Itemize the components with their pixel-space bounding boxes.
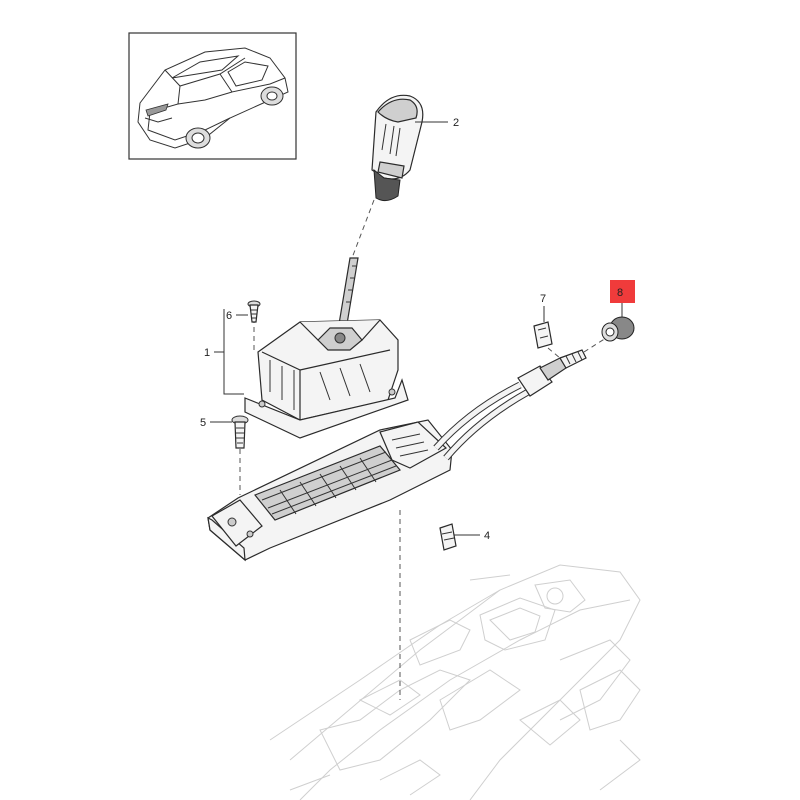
shift-lever-assembly[interactable] — [244, 257, 409, 439]
callout-4[interactable]: 4 — [484, 530, 490, 542]
callout-8[interactable]: 8 — [617, 287, 623, 299]
clip-7[interactable] — [533, 321, 553, 349]
mounting-bracket[interactable] — [207, 419, 453, 562]
callout-8-highlight — [610, 280, 635, 303]
screw-5[interactable] — [231, 415, 249, 449]
shift-cable[interactable] — [433, 349, 587, 461]
vehicle-floor-tunnel — [269, 564, 641, 800]
screw-6[interactable] — [247, 300, 261, 323]
callout-1[interactable]: 1 — [204, 347, 210, 359]
vehicle-thumbnail — [128, 32, 297, 160]
bushing-8[interactable] — [601, 316, 635, 342]
callout-5[interactable]: 5 — [200, 417, 206, 429]
clip-4[interactable] — [439, 523, 457, 551]
callout-2[interactable]: 2 — [453, 117, 459, 129]
gear-shift-knob[interactable] — [371, 94, 424, 202]
assembly-guide-lines — [239, 199, 607, 700]
callout-labels: 2 6 1 5 7 8 4 — [200, 117, 623, 542]
callout-7[interactable]: 7 — [540, 293, 546, 305]
leader-lines — [210, 121, 623, 536]
callout-6[interactable]: 6 — [226, 310, 232, 322]
